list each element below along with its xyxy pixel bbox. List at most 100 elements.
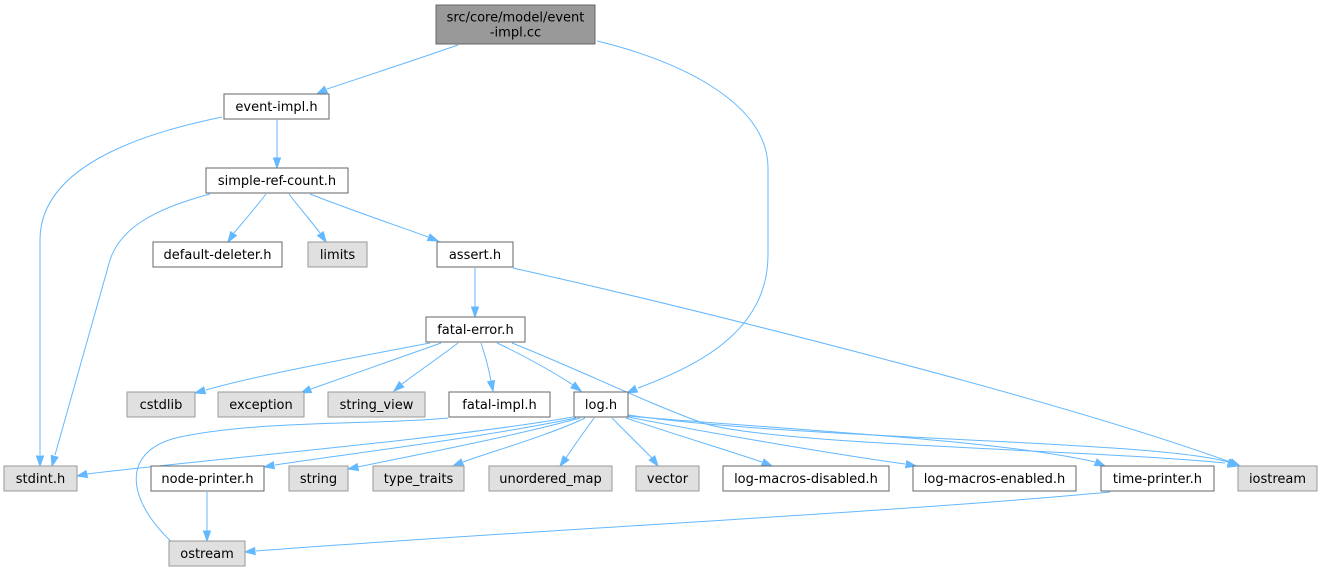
node-box xyxy=(3,465,78,492)
node-box xyxy=(217,391,305,418)
node-box xyxy=(288,465,349,492)
node-label: assert.h xyxy=(449,248,501,263)
node-ostream[interactable]: ostream xyxy=(168,540,246,567)
arrowhead xyxy=(299,385,313,394)
node-label: string_view xyxy=(340,398,414,413)
node-label: event-impl.h xyxy=(235,100,317,115)
node-label: src/core/model/event xyxy=(447,11,585,26)
node-label: fatal-impl.h xyxy=(462,398,536,413)
node-stdint-h[interactable]: stdint.h xyxy=(3,465,78,492)
node-box xyxy=(1100,465,1215,492)
edge-fatal_error_h-to-exception xyxy=(299,342,442,394)
node-label: string xyxy=(300,472,337,487)
arrowhead xyxy=(227,230,238,244)
arrowhead xyxy=(1226,458,1240,467)
node-simple-ref-count-h[interactable]: simple-ref-count.h xyxy=(205,167,349,194)
node-box xyxy=(307,241,368,268)
node-label: limits xyxy=(320,248,356,263)
edge-event_impl_h-to-stdint_h xyxy=(35,116,223,468)
edge-simple_ref_count_h-to-stdint_h xyxy=(50,193,211,468)
node-box xyxy=(152,241,283,268)
arrowhead xyxy=(272,157,282,170)
node-node-printer-h[interactable]: node-printer.h xyxy=(150,465,265,492)
arrowhead xyxy=(451,458,465,467)
node-label: time-printer.h xyxy=(1113,472,1202,487)
node-label: unordered_map xyxy=(499,472,602,487)
node-time-printer-h[interactable]: time-printer.h xyxy=(1100,465,1215,492)
edge-node_printer_h-to-ostream xyxy=(202,492,212,543)
node-assert-h[interactable]: assert.h xyxy=(436,241,514,268)
node-box xyxy=(205,167,349,194)
arrowhead xyxy=(760,458,774,467)
node-iostream[interactable]: iostream xyxy=(1237,465,1318,492)
edge-fatal_error_h-to-cstdlib xyxy=(193,342,431,395)
node-label: vector xyxy=(647,472,689,487)
node-fatal-impl-h[interactable]: fatal-impl.h xyxy=(448,391,551,418)
node-log-h[interactable]: log.h xyxy=(573,391,629,418)
arrowhead xyxy=(202,530,212,543)
node-box xyxy=(372,465,465,492)
node-label: type_traits xyxy=(384,472,454,487)
arrowhead xyxy=(559,455,570,468)
edge-root-to-log_h xyxy=(596,40,769,394)
arrowhead xyxy=(392,380,405,392)
edge-log_h-to-stdint_h xyxy=(75,416,574,479)
node-box xyxy=(223,93,330,120)
node-limits[interactable]: limits xyxy=(307,241,368,268)
edge-simple_ref_count_h-to-limits xyxy=(288,193,327,244)
arrowhead xyxy=(648,455,659,468)
node-exception[interactable]: exception xyxy=(217,391,305,418)
node-box xyxy=(448,391,551,418)
edge-time_printer_h-to-ostream xyxy=(243,491,1111,556)
node-box xyxy=(327,391,426,418)
node-label: simple-ref-count.h xyxy=(218,174,336,189)
node-fatal-error-h[interactable]: fatal-error.h xyxy=(425,316,526,343)
edge-log_h-to-string xyxy=(346,417,581,472)
arrowhead xyxy=(1093,458,1107,467)
nodes-layer: src/core/model/event-impl.cc event-impl.h… xyxy=(3,4,1318,567)
edge-event_impl_h-to-simple_ref_count_h xyxy=(272,120,282,170)
node-string[interactable]: string xyxy=(288,465,349,492)
arrowhead xyxy=(316,230,327,244)
node-box xyxy=(436,241,514,268)
arrowhead xyxy=(570,381,583,392)
edge-simple_ref_count_h-to-assert_h xyxy=(309,193,440,242)
node-box xyxy=(722,465,890,492)
node-box xyxy=(488,465,613,492)
node-label: node-printer.h xyxy=(161,472,253,487)
edge-root-to-event_impl_h xyxy=(315,44,459,95)
node-log-macros-enabled-h[interactable]: log-macros-enabled.h xyxy=(912,465,1077,492)
node-label: cstdlib xyxy=(140,398,183,413)
arrowhead xyxy=(262,460,276,470)
node-root[interactable]: src/core/model/event-impl.cc xyxy=(435,4,596,45)
node-label: log.h xyxy=(585,398,617,413)
node-unordered-map[interactable]: unordered_map xyxy=(488,465,613,492)
node-box xyxy=(150,465,265,492)
node-label: stdint.h xyxy=(16,472,65,487)
node-log-macros-disabled-h[interactable]: log-macros-disabled.h xyxy=(722,465,890,492)
node-box xyxy=(435,4,596,45)
edge-assert_h-to-iostream xyxy=(512,267,1242,467)
node-label: log-macros-disabled.h xyxy=(734,472,878,487)
node-box xyxy=(912,465,1077,492)
node-label: ostream xyxy=(180,547,234,562)
arrowhead xyxy=(470,306,480,319)
arrowhead xyxy=(315,85,329,95)
node-type-traits[interactable]: type_traits xyxy=(372,465,465,492)
node-label: -impl.cc xyxy=(490,26,541,41)
node-box xyxy=(1237,465,1318,492)
node-event-impl-h[interactable]: event-impl.h xyxy=(223,93,330,120)
node-string-view[interactable]: string_view xyxy=(327,391,426,418)
node-default-deleter-h[interactable]: default-deleter.h xyxy=(152,241,283,268)
arrowhead xyxy=(50,454,59,468)
node-label: exception xyxy=(229,398,293,413)
edge-log_h-to-type_traits xyxy=(451,417,586,467)
node-vector[interactable]: vector xyxy=(635,465,700,492)
arrowhead xyxy=(486,379,496,393)
arrowhead xyxy=(35,455,45,468)
edge-log_h-to-node_printer_h xyxy=(262,417,577,470)
node-cstdlib[interactable]: cstdlib xyxy=(126,391,196,418)
edge-simple_ref_count_h-to-default_deleter_h xyxy=(227,193,267,244)
node-label: default-deleter.h xyxy=(164,248,272,263)
node-label: iostream xyxy=(1249,472,1306,487)
